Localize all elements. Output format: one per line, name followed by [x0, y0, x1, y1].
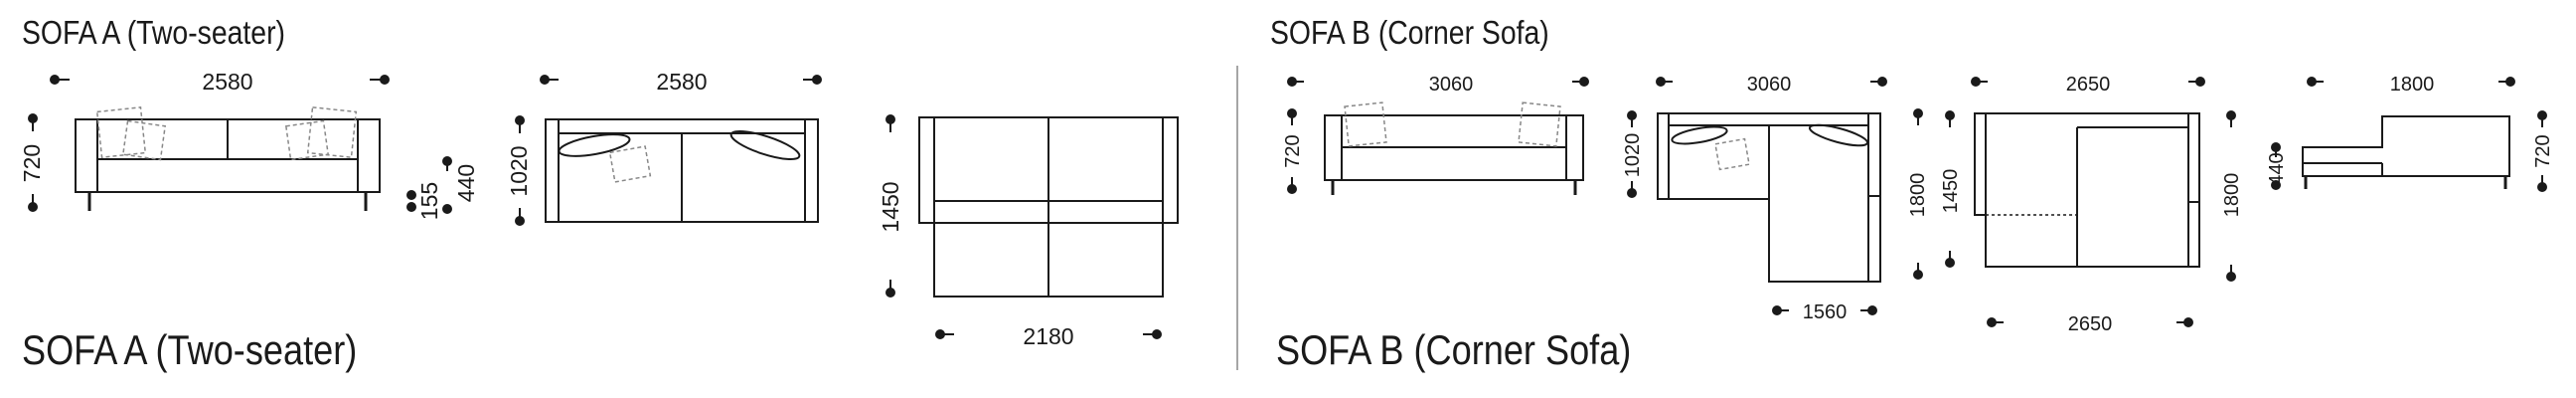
sofa-b-title: SOFA B (Corner Sofa) — [1270, 14, 1549, 51]
sofa-a-caption: SOFA A (Two-seater) — [22, 326, 358, 373]
dim-sofa-a-bed-length: 1450 — [878, 181, 903, 232]
cushion-outline — [608, 145, 652, 183]
dim-sofa-a-front-height: 720 — [19, 144, 45, 182]
dim-sofa-b-bed-length-left: 1450 — [1940, 169, 1962, 214]
dimension-annotations: 2580 720 155 440 2580 1020 1450 2180 306… — [19, 69, 2554, 349]
dim-sofa-b-bed-width-bottom: 2650 — [2068, 313, 2113, 335]
dim-sofa-a-bed-width: 2180 — [1023, 323, 1073, 349]
sofa-b-top-view — [1657, 112, 1881, 283]
sofa-a-top-view — [545, 118, 819, 223]
dim-sofa-a-front-width: 2580 — [202, 69, 252, 95]
dim-sofa-b-side-width: 1800 — [2390, 74, 2435, 96]
dim-sofa-a-top-depth: 1020 — [506, 145, 532, 196]
cushion-outline — [1714, 137, 1750, 171]
sofa-a-title: SOFA A (Two-seater) — [22, 14, 285, 51]
dim-sofa-b-bed-length-right: 1800 — [2221, 173, 2243, 218]
dim-sofa-a-top-width: 2580 — [656, 69, 707, 95]
dim-sofa-a-seat-height: 440 — [453, 164, 479, 202]
sofa-b-side-view — [2302, 115, 2510, 189]
dim-sofa-b-side-seat-height: 440 — [2266, 152, 2288, 185]
cushion-outline — [95, 106, 358, 161]
sofa-b-bed-view — [1974, 112, 2200, 268]
sofa-a-bed-view — [918, 116, 1179, 298]
sofa-a-front-view — [75, 106, 381, 211]
dim-sofa-b-front-height: 720 — [1282, 134, 1304, 167]
cushion-outline — [1344, 101, 1561, 147]
dim-sofa-b-chaise-width: 1560 — [1803, 301, 1848, 323]
cushion-outline — [729, 129, 801, 161]
cushion-outline — [1671, 125, 1728, 145]
cushion-outline — [558, 133, 631, 157]
sofa-b-front-view — [1324, 101, 1584, 195]
sofa-b-caption: SOFA B (Corner Sofa) — [1276, 326, 1632, 373]
dim-sofa-b-side-height: 720 — [2532, 134, 2554, 167]
dim-sofa-b-chaise-length: 1800 — [1907, 173, 1929, 218]
dim-sofa-b-top-depth: 1020 — [1622, 133, 1644, 178]
dim-sofa-b-front-width: 3060 — [1429, 74, 1474, 96]
dim-sofa-a-leg-height: 155 — [416, 182, 442, 220]
dim-sofa-b-bed-width-top: 2650 — [2066, 74, 2111, 96]
dim-sofa-b-top-width: 3060 — [1747, 74, 1792, 96]
cushion-outline — [1808, 123, 1869, 147]
